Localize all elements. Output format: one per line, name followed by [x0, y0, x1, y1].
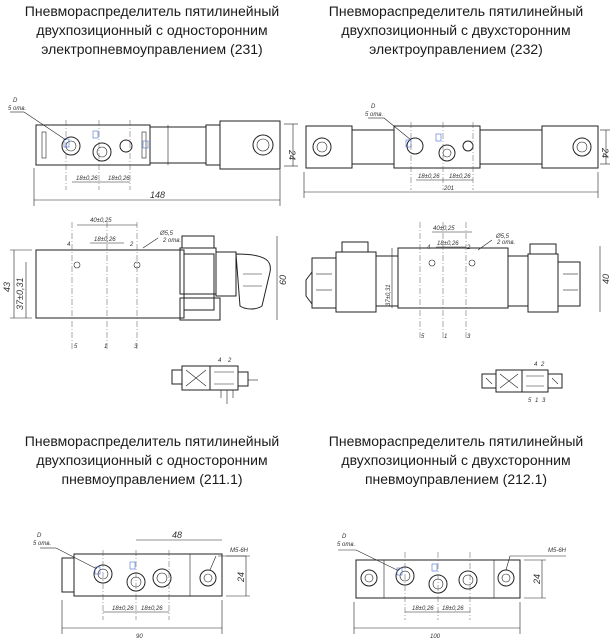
231-sym-port-4: 4	[218, 358, 222, 364]
232-pitch1: 18±0,26	[418, 174, 440, 180]
211-len48: 48	[172, 530, 182, 540]
231-h37: 37±0,31	[15, 278, 25, 310]
drawing-231-top: D 5 отв. 18±0,26 18±0,26 148 24	[8, 98, 298, 206]
drawing-231-front: 40±0,25 18±0,26 Ø5,5 2 отв. 43 37±0,31 6…	[2, 218, 288, 350]
title-232-line1: Пневмораспределитель пятилинейный	[328, 3, 584, 19]
symbol-231: 4 2	[171, 358, 258, 404]
232-pitch2: 18±0,26	[449, 174, 471, 180]
231-pitch2: 18±0,26	[108, 176, 130, 182]
title-231-line2: двухпозиционный с односторонним	[36, 22, 268, 38]
211-pitch1: 18±0,26	[112, 606, 134, 612]
232-port-2: 2	[466, 245, 471, 251]
drawing-232-top: D 5 отв. 18±0,26 18±0,26 201 24	[303, 104, 610, 198]
title-211-line1: Пневмораспределитель пятилинейный	[24, 433, 280, 449]
232-mount: Ø5,5	[495, 234, 510, 240]
211-pitch2: 18±0,26	[141, 606, 163, 612]
title-211-line2: двухпозиционный с односторонним	[36, 452, 268, 468]
232-height: 24	[600, 147, 610, 158]
212-length: 100	[430, 634, 441, 640]
231-sym-port-2: 2	[227, 358, 232, 364]
title-211: Пневмораспределитель пятилинейный двухпо…	[2, 432, 302, 489]
232-h40: 40	[601, 274, 611, 284]
231-hole-label: D	[13, 98, 18, 104]
title-231-line1: Пневмораспределитель пятилинейный	[24, 3, 280, 19]
title-212-line3: пневмоуправлением (212.1)	[364, 471, 548, 487]
232-h37: 37±0,31	[386, 284, 392, 306]
231-port-1: 1	[104, 344, 107, 350]
232-length: 201	[443, 186, 454, 192]
232-pitch40: 40±0,25	[433, 226, 455, 232]
232-pitch18: 18±0,26	[437, 241, 459, 247]
232-sym-port-1: 1	[535, 398, 538, 404]
231-port-5: 5	[74, 344, 78, 350]
231-height: 24	[287, 149, 297, 160]
231-pitch1: 18±0,26	[76, 176, 98, 182]
231-holes-label: 5 отв.	[8, 106, 26, 112]
231-h43: 43	[2, 282, 12, 292]
212-holes-label: 5 отв.	[337, 542, 355, 548]
232-sym-port-4: 4	[534, 362, 538, 368]
title-212-line1: Пневмораспределитель пятилинейный	[328, 433, 584, 449]
232-port-5: 5	[421, 334, 425, 340]
title-232-line2: двухпозиционный с двухсторонним	[341, 22, 571, 38]
212-hole-label: D	[342, 534, 347, 540]
drawing-232-front: 40±0,25 18±0,26 Ø5,5 2 отв. 37±0,31 40 4…	[305, 222, 611, 340]
211-hole-label: D	[37, 533, 42, 539]
231-port-4: 4	[67, 242, 71, 248]
231-port-3: 3	[134, 344, 138, 350]
212-height: 24	[532, 574, 542, 585]
title-231: Пневмораспределитель пятилинейный двухпо…	[2, 2, 302, 59]
title-232: Пневмораспределитель пятилинейный двухпо…	[306, 2, 606, 59]
211-thread: M5-6H	[230, 548, 249, 554]
212-pitch1: 18±0,26	[412, 606, 434, 612]
232-sym-port-2: 2	[540, 362, 545, 368]
232-holes-label: 5 отв.	[365, 112, 383, 118]
231-port-2: 2	[129, 242, 134, 248]
drawing-211-top: D 5 отв. 48 M5-6H 18±0,26 18±0,26 90 24	[33, 530, 250, 640]
231-mount-count: 2 отв.	[162, 238, 181, 244]
232-sym-port-3: 3	[542, 398, 546, 404]
231-pitch18: 18±0,26	[94, 237, 116, 243]
title-212: Пневмораспределитель пятилинейный двухпо…	[306, 432, 606, 489]
232-port-1: 1	[444, 334, 447, 340]
232-port-3: 3	[467, 334, 471, 340]
231-h60: 60	[278, 275, 288, 285]
211-holes-label: 5 отв.	[33, 541, 51, 547]
title-232-line3: электроуправлением (232)	[369, 41, 543, 57]
231-length: 148	[150, 190, 165, 200]
title-211-line3: пневмоуправлением (211.1)	[61, 471, 243, 487]
symbol-232: 4 2 5 1 3	[481, 362, 563, 404]
212-pitch2: 18±0,26	[442, 606, 464, 612]
231-mount: Ø5,5	[159, 231, 174, 237]
211-height: 24	[236, 572, 246, 583]
212-thread: M5-6H	[548, 548, 567, 554]
232-hole-label: D	[371, 104, 376, 110]
232-sym-port-5: 5	[528, 398, 532, 404]
232-port-4: 4	[427, 245, 431, 251]
drawing-212-top: D 5 отв. M5-6H 18±0,26 18±0,26 100 24	[337, 534, 567, 640]
211-length: 90	[136, 634, 143, 640]
231-pitch40: 40±0,25	[90, 218, 112, 224]
title-231-line3: электропневмоуправлением (231)	[41, 41, 263, 57]
title-212-line2: двухпозиционный с двухсторонним	[341, 452, 571, 468]
232-mount-count: 2 отв.	[496, 240, 515, 246]
